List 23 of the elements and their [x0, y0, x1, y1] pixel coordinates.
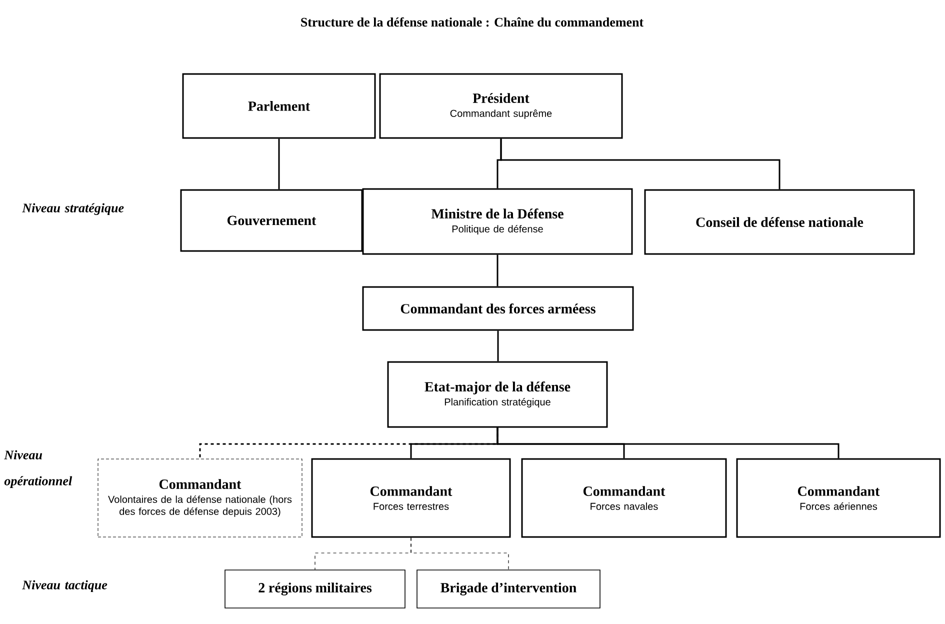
- level-label: Niveau stratégique: [22, 203, 124, 215]
- process-box: Parlement: [182, 73, 376, 139]
- dashed-box: Commandant Volontaires de la défense nationale (hors des forces de défense depuis 2003): [98, 458, 302, 538]
- process-box: Ministre de la Défense Politique de défense: [362, 188, 633, 255]
- process-box: Conseil de défense nationale: [644, 189, 915, 255]
- connector-line: [496, 428, 840, 458]
- title: Structure de la défense nationale : Chaîne du commandement: [301, 17, 644, 27]
- connector-line: [500, 138, 780, 190]
- process-box: Commandant Forces navales: [521, 458, 727, 538]
- connector-line: [410, 537, 509, 570]
- process-box: Président Commandant suprême: [379, 73, 623, 139]
- connector-line: [278, 138, 280, 190]
- level-label: Niveau tactique: [22, 580, 108, 592]
- process-box: Brigade d’intervention: [416, 570, 600, 608]
- process-box: Commandant Forces terrestres: [311, 458, 511, 538]
- connector-line: [496, 254, 498, 286]
- connector-line: [497, 330, 499, 362]
- process-box: Etat-major de la défense Planification stratégique: [387, 361, 608, 428]
- process-box: Commandant des forces arméess: [362, 286, 634, 331]
- process-box: 2 régions militaires: [224, 570, 406, 608]
- process-box: Commandant Forces aériennes: [736, 458, 941, 538]
- level-label: Niveau opérationnel: [4, 450, 72, 488]
- process-box: Gouvernement: [180, 189, 363, 252]
